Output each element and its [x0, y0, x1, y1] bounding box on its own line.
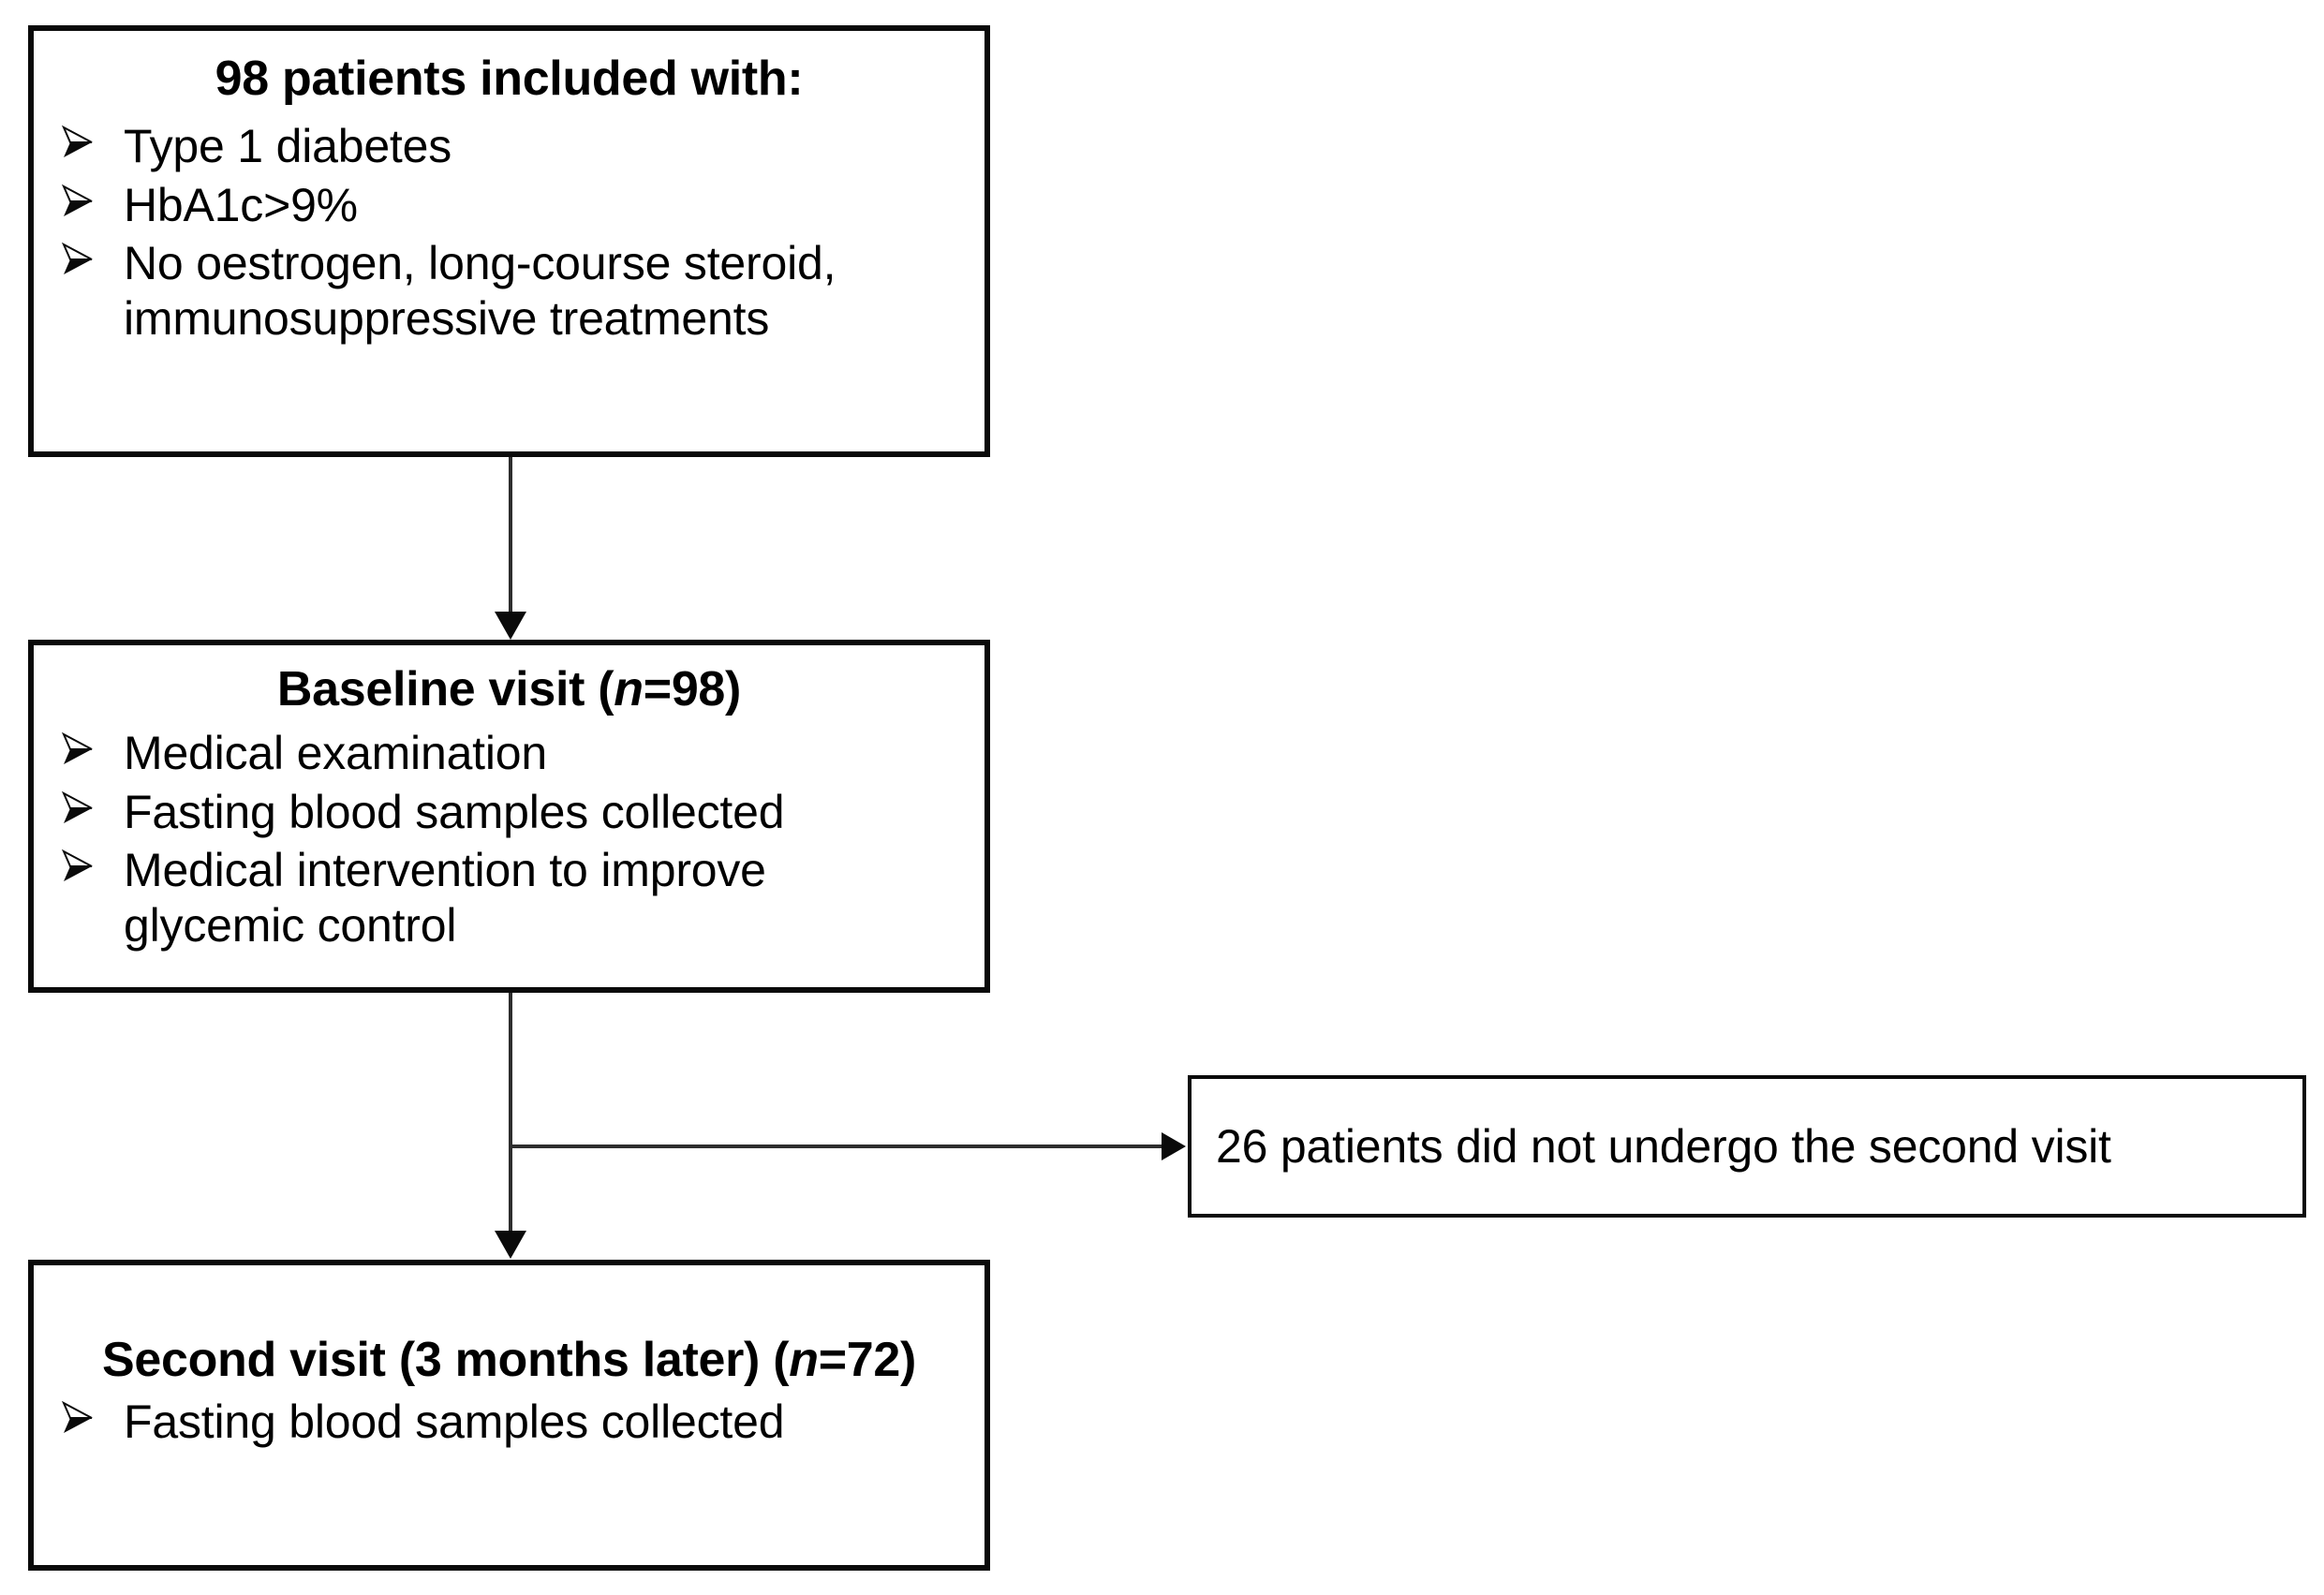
arrowhead-bullet-icon — [56, 1396, 103, 1443]
inclusion-heading: 98 patients included with: — [215, 52, 804, 106]
arrowhead-bullet-icon — [56, 787, 103, 834]
second-visit-heading-suffix: =72) — [818, 1333, 917, 1387]
list-item-label: Fasting blood samples collected — [124, 785, 785, 838]
list-item-label: Medical examination — [124, 727, 547, 780]
second-visit-bullet-list: Fasting blood samples collected — [51, 1395, 968, 1450]
arrowhead-bullet-icon — [56, 238, 103, 285]
list-item-label: HbA1c>9% — [124, 178, 358, 231]
arrow-head-down-icon — [495, 612, 526, 640]
arrowhead-bullet-icon — [56, 845, 103, 892]
baseline-visit-box: Baseline visit (n=98) Medical examinatio… — [28, 640, 990, 993]
inclusion-criteria-box: 98 patients included with: Type 1 diabet… — [28, 25, 990, 457]
connector-baseline-to-dropout — [509, 1145, 1162, 1148]
arrowhead-bullet-icon — [56, 121, 103, 168]
list-item-label: Type 1 diabetes — [124, 120, 452, 173]
arrowhead-bullet-icon — [56, 180, 103, 227]
arrow-head-right-icon — [1162, 1132, 1186, 1160]
list-item: No oestrogen, long-course steroid, immun… — [51, 236, 968, 346]
connector-baseline-to-second-visit — [509, 993, 512, 1234]
list-item: HbA1c>9% — [51, 178, 968, 233]
second-visit-heading: Second visit (3 months later) (n=72) — [51, 1333, 968, 1387]
list-item: Type 1 diabetes — [51, 119, 968, 174]
list-item: Medical examination — [51, 726, 968, 781]
second-visit-heading-prefix: Second visit (3 months later) ( — [101, 1333, 790, 1387]
list-item: Medical intervention to improve glycemic… — [51, 843, 968, 953]
list-item: Fasting blood samples collected — [51, 785, 968, 840]
second-visit-box: Second visit (3 months later) (n=72) Fas… — [28, 1260, 990, 1571]
baseline-bullet-list: Medical examination Fasting blood sample… — [51, 726, 968, 953]
connector-inclusion-to-baseline — [509, 457, 512, 614]
baseline-heading-italic-n: n — [614, 662, 644, 716]
arrow-head-down-icon — [495, 1231, 526, 1259]
arrowhead-bullet-icon — [56, 728, 103, 775]
list-item-label: Medical intervention to improve glycemic… — [124, 844, 766, 952]
list-item-label: No oestrogen, long-course steroid, immun… — [124, 237, 836, 345]
baseline-heading-prefix: Baseline visit ( — [276, 662, 614, 716]
inclusion-bullet-list: Type 1 diabetes HbA1c>9% — [51, 119, 968, 346]
list-item-label: Fasting blood samples collected — [124, 1396, 785, 1449]
list-item: Fasting blood samples collected — [51, 1395, 968, 1450]
dropout-text: 26 patients did not undergo the second v… — [1216, 1120, 2111, 1173]
baseline-heading: Baseline visit (n=98) — [51, 662, 968, 716]
baseline-heading-suffix: =98) — [643, 662, 742, 716]
second-visit-heading-italic-n: n — [789, 1333, 819, 1387]
dropout-box: 26 patients did not undergo the second v… — [1188, 1075, 2306, 1218]
